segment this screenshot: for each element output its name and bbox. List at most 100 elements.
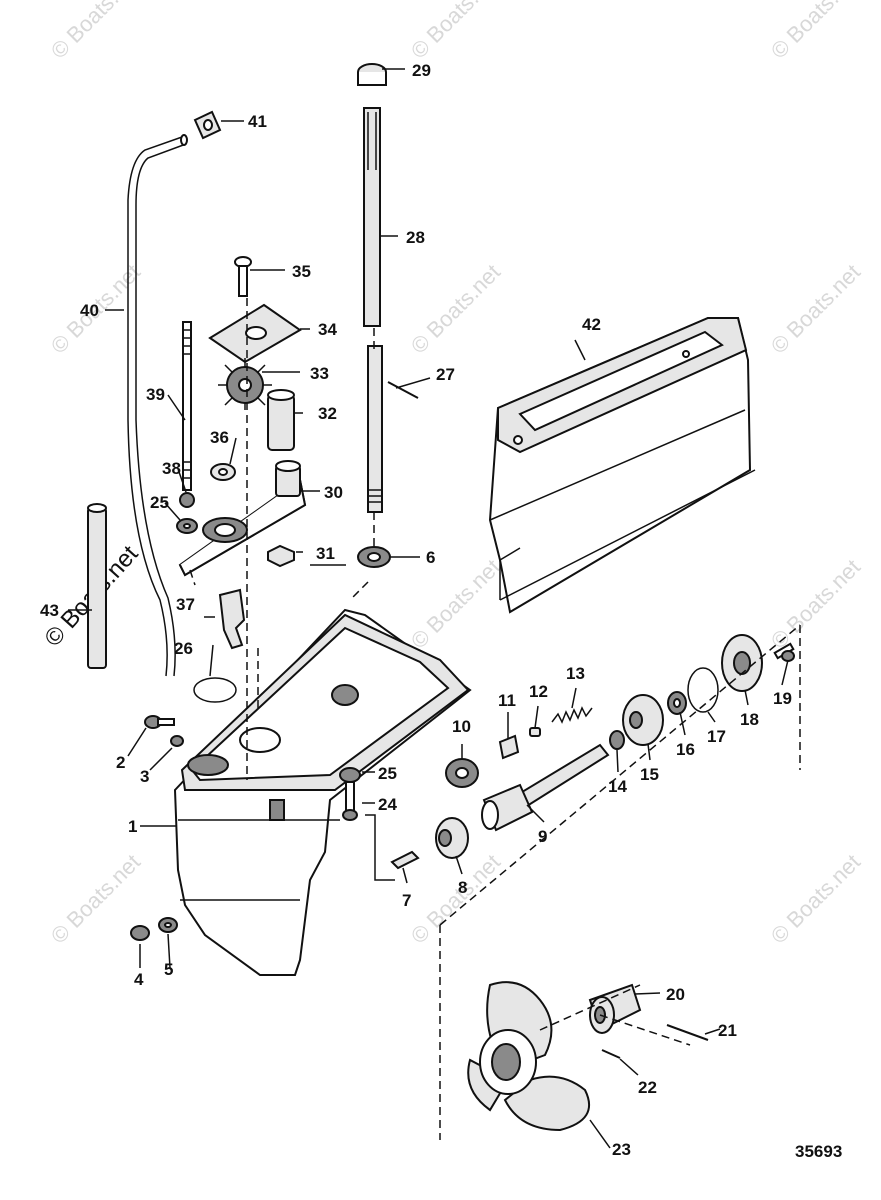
callout-38: 38 [162, 459, 181, 478]
part-18-cover [721, 634, 763, 692]
part-37-bracket [218, 588, 246, 650]
part-31-nut [267, 544, 295, 568]
part-12-pin [529, 727, 541, 737]
part-23-propeller [467, 981, 590, 1132]
part-20-thrust-hub [588, 983, 642, 1034]
callout-33: 33 [310, 364, 329, 383]
callout-10: 10 [452, 717, 471, 736]
callout-43: 43 [40, 601, 59, 620]
part-11-clip [498, 734, 520, 760]
part-6-bearing [357, 546, 391, 568]
callout-39: 39 [146, 385, 165, 404]
callout-4: 4 [134, 970, 144, 989]
callout-1: 1 [128, 817, 137, 836]
callout-31: 31 [316, 544, 335, 563]
part-9-propeller-shaft [481, 743, 610, 832]
watermark: © Boats.net [406, 849, 505, 948]
part-33-impeller [218, 358, 272, 410]
part-39-stud [182, 321, 192, 491]
part-27-pin [387, 381, 419, 399]
callout-29: 29 [412, 61, 431, 80]
part-35-screw [234, 256, 252, 297]
watermark: © Boats.net [406, 554, 505, 653]
callout-40: 40 [80, 301, 99, 320]
callout-25-upper: 25 [150, 493, 169, 512]
callout-labels: 1 2 3 4 5 6 7 8 9 10 11 12 13 14 15 16 1… [40, 61, 792, 1159]
callout-30: 30 [324, 483, 343, 502]
callout-14: 14 [608, 777, 627, 796]
callout-41: 41 [248, 112, 267, 131]
part-26-oring [193, 677, 237, 703]
part-13-spring [551, 706, 593, 724]
callout-22: 22 [638, 1078, 657, 1097]
part-22-pin [601, 1049, 621, 1059]
part-34-plate [208, 303, 302, 364]
callout-20: 20 [666, 985, 685, 1004]
callout-35: 35 [292, 262, 311, 281]
callout-34: 34 [318, 320, 337, 339]
part-27-shaft-lower [367, 345, 383, 513]
part-4-nut [130, 925, 150, 941]
callout-17: 17 [707, 727, 726, 746]
callout-15: 15 [640, 765, 659, 784]
part-16-bearing [667, 691, 687, 715]
callout-26: 26 [174, 639, 193, 658]
part-21-cotter-pin [666, 1024, 709, 1041]
part-10-seal [445, 758, 479, 788]
callout-36: 36 [210, 428, 229, 447]
part-14-washer [609, 730, 625, 750]
callout-8: 8 [458, 878, 467, 897]
callout-32: 32 [318, 404, 337, 423]
callout-23: 23 [612, 1140, 631, 1159]
part-41-grommet [193, 110, 222, 140]
part-15-gear [622, 694, 664, 746]
part-28-driveshaft [363, 107, 381, 327]
callout-12: 12 [529, 682, 548, 701]
watermark: © Boats.net [406, 259, 505, 358]
figure-number: 35693 [795, 1142, 842, 1161]
watermark: © Boats.net [766, 554, 865, 653]
callout-18: 18 [740, 710, 759, 729]
part-30-pump-base [178, 460, 307, 577]
part-5-washer [158, 917, 178, 933]
leader-lines [68, 68, 801, 1149]
callout-6: 6 [426, 548, 435, 567]
part-43-tube [87, 503, 107, 669]
callout-9: 9 [538, 827, 547, 846]
callout-37: 37 [176, 595, 195, 614]
part-25-washer [339, 767, 361, 783]
callout-24: 24 [378, 795, 397, 814]
watermark: © Boats.net [766, 259, 865, 358]
part-38-nut [179, 492, 195, 508]
callout-42: 42 [582, 315, 601, 334]
watermark: © Boats.net [766, 0, 865, 64]
callout-2: 2 [116, 753, 125, 772]
callout-16: 16 [676, 740, 695, 759]
part-24-screw [342, 781, 358, 821]
part-40-tube [127, 134, 188, 677]
watermark: © Boats.net [46, 0, 145, 64]
part-32-insert [267, 389, 295, 451]
callout-28: 28 [406, 228, 425, 247]
part-36-washer [210, 463, 236, 481]
part-1-gearcase-housing [173, 608, 472, 976]
callout-7: 7 [402, 891, 411, 910]
watermark: © Boats.net [406, 0, 505, 64]
callout-3: 3 [140, 767, 149, 786]
callout-21: 21 [718, 1021, 737, 1040]
callout-11: 11 [498, 691, 516, 710]
callout-5: 5 [164, 960, 173, 979]
callout-27: 27 [436, 365, 455, 384]
callout-19: 19 [773, 689, 792, 708]
part-7-key [390, 850, 420, 870]
part-3-washer [170, 735, 184, 747]
part-17-oring [687, 667, 719, 713]
watermark: © Boats.net [766, 849, 865, 948]
callout-25-lower: 25 [378, 764, 397, 783]
part-2-screw [144, 715, 175, 729]
part-29-grommet [357, 63, 387, 86]
part-8-bearing-carrier [435, 817, 469, 859]
callout-13: 13 [566, 664, 585, 683]
part-25-washer [176, 518, 198, 534]
